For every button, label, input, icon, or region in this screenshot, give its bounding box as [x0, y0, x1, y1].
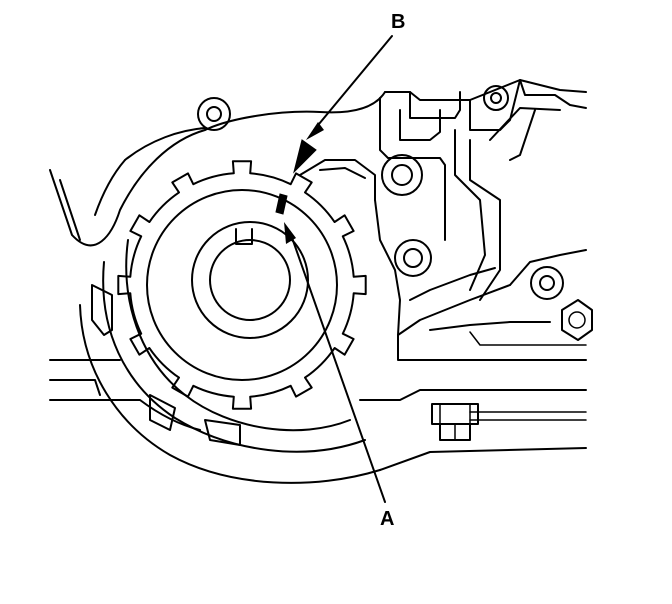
bolt-bosses — [197, 85, 593, 341]
crankshaft-sprocket — [117, 160, 367, 410]
leader-line-b — [306, 35, 393, 140]
callout-label-a: A — [380, 508, 395, 530]
timing-mark-a — [275, 193, 288, 215]
pump-housing — [49, 79, 587, 484]
timing-pointer-b — [293, 139, 317, 174]
callout-label-b: B — [391, 11, 406, 33]
flange-bolt — [431, 403, 479, 441]
leader-line-a — [284, 222, 386, 503]
housing-cavities — [91, 284, 241, 446]
